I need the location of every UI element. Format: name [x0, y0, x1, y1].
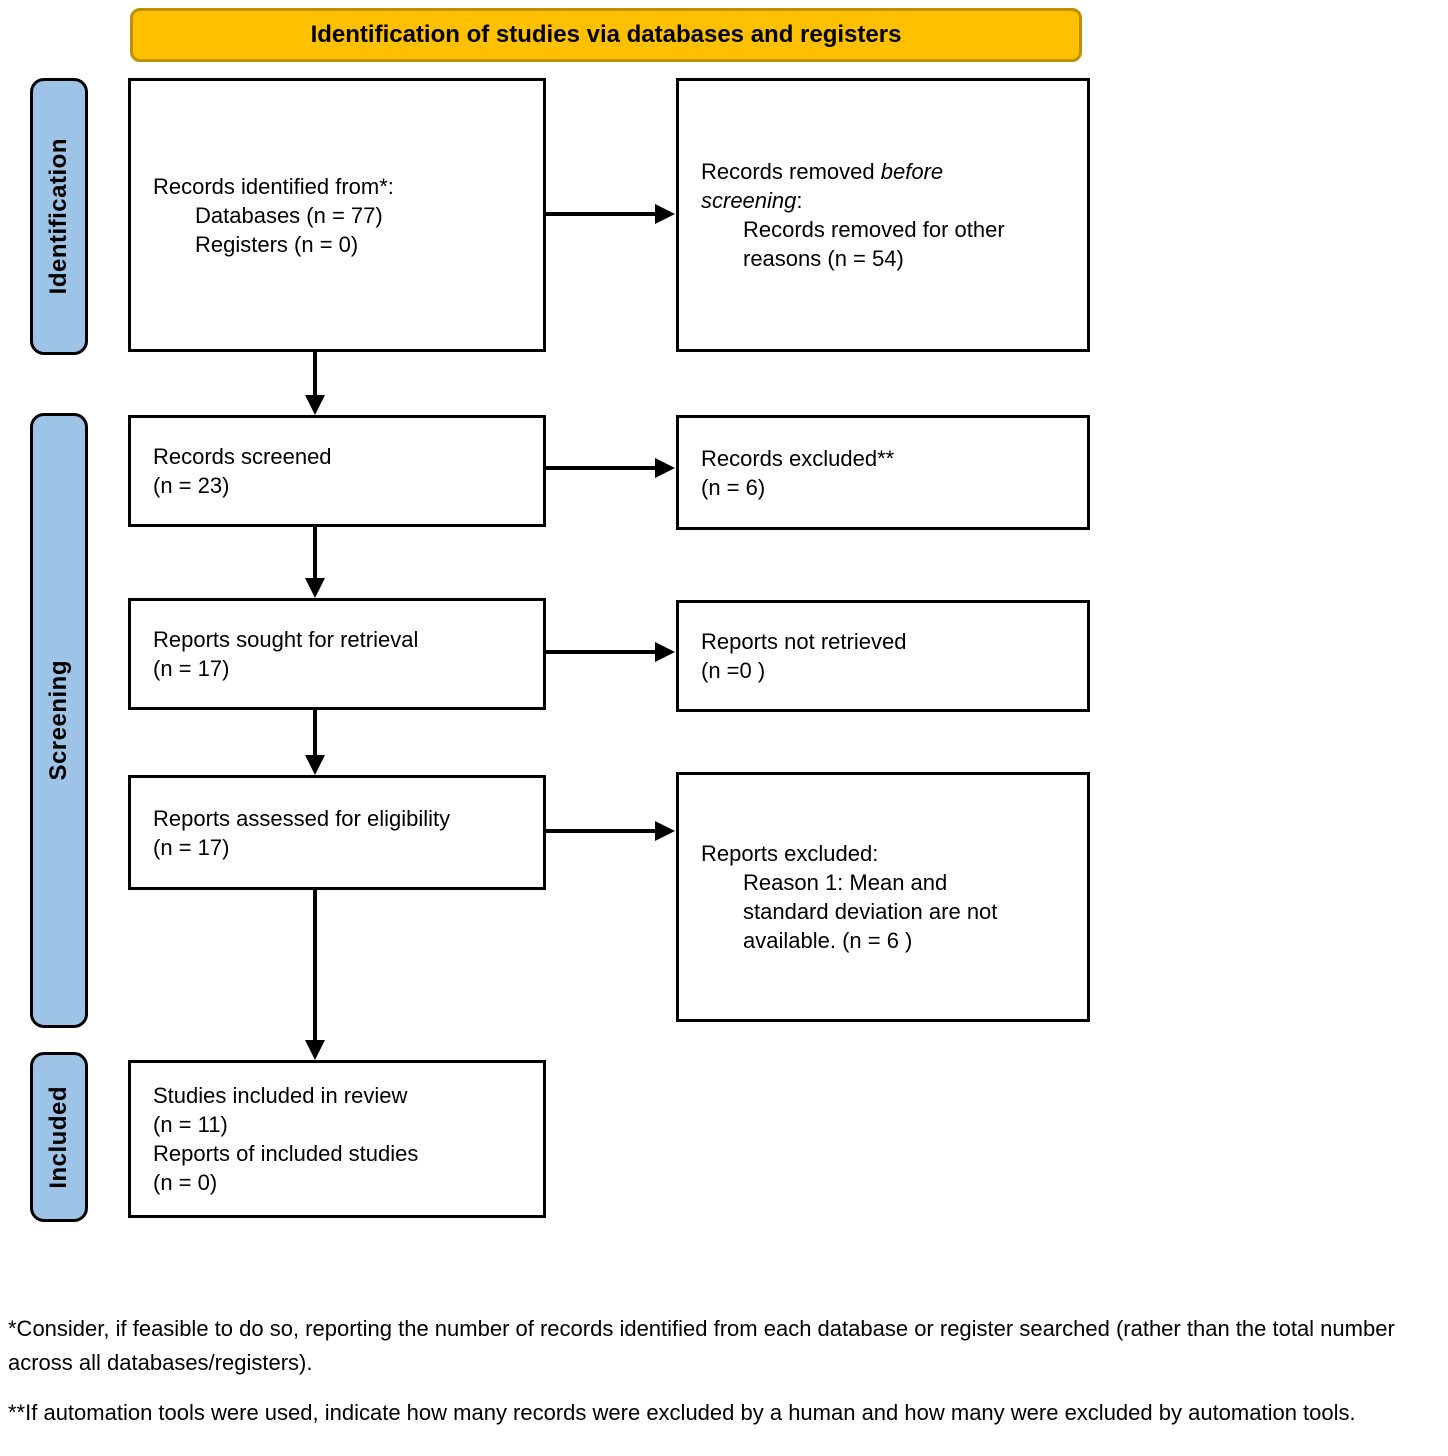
box-records-screened-text: Records screened(n = 23)	[153, 444, 332, 498]
stage-label-identification: Identification	[45, 138, 72, 295]
box-records-identified: Records identified from*:Databases (n = …	[128, 78, 546, 352]
footnote-automation: **If automation tools were used, indicat…	[8, 1400, 1356, 1425]
arrow-sought-to-not-retrieved	[546, 650, 656, 654]
stage-bar-identification: Identification	[30, 78, 88, 355]
arrow-screened-to-sought	[313, 527, 317, 579]
stage-label-screening: Screening	[45, 660, 72, 781]
arrow-identified-to-removed	[546, 212, 656, 216]
box-records-excluded-text: Records excluded**(n = 6)	[701, 445, 895, 500]
stage-bar-included: Included	[30, 1052, 88, 1222]
arrow-sought-to-assessed	[313, 710, 317, 756]
arrow-screened-to-excluded	[546, 466, 656, 470]
box-records-screened: Records screened(n = 23)	[128, 415, 546, 527]
banner: Identification of studies via databases …	[130, 8, 1082, 62]
box-reports-not-retrieved-text: Reports not retrieved(n =0 )	[701, 629, 907, 683]
box-reports-sought: Reports sought for retrieval(n = 17)	[128, 598, 546, 710]
banner-title: Identification of studies via databases …	[310, 21, 902, 48]
box-reports-sought-text: Reports sought for retrieval(n = 17)	[153, 627, 419, 681]
box-reports-assessed: Reports assessed for eligibility(n = 17)	[128, 775, 546, 890]
arrow-identified-to-screened	[313, 352, 317, 396]
arrow-assessed-to-excluded	[546, 829, 656, 833]
footnote-databases: *Consider, if feasible to do so, reporti…	[8, 1316, 1395, 1375]
stage-bar-screening: Screening	[30, 413, 88, 1028]
box-studies-included-text: Studies included in review(n = 11)Report…	[153, 1083, 419, 1195]
box-records-identified-text: Records identified from*:Databases (n = …	[153, 173, 394, 257]
box-records-excluded: Records excluded**(n = 6)	[676, 415, 1090, 530]
arrow-assessed-to-included	[313, 890, 317, 1041]
stage-label-included: Included	[45, 1085, 72, 1189]
box-reports-not-retrieved: Reports not retrieved(n =0 )	[676, 600, 1090, 712]
box-studies-included: Studies included in review(n = 11)Report…	[128, 1060, 546, 1218]
box-reports-assessed-text: Reports assessed for eligibility(n = 17)	[153, 805, 451, 860]
